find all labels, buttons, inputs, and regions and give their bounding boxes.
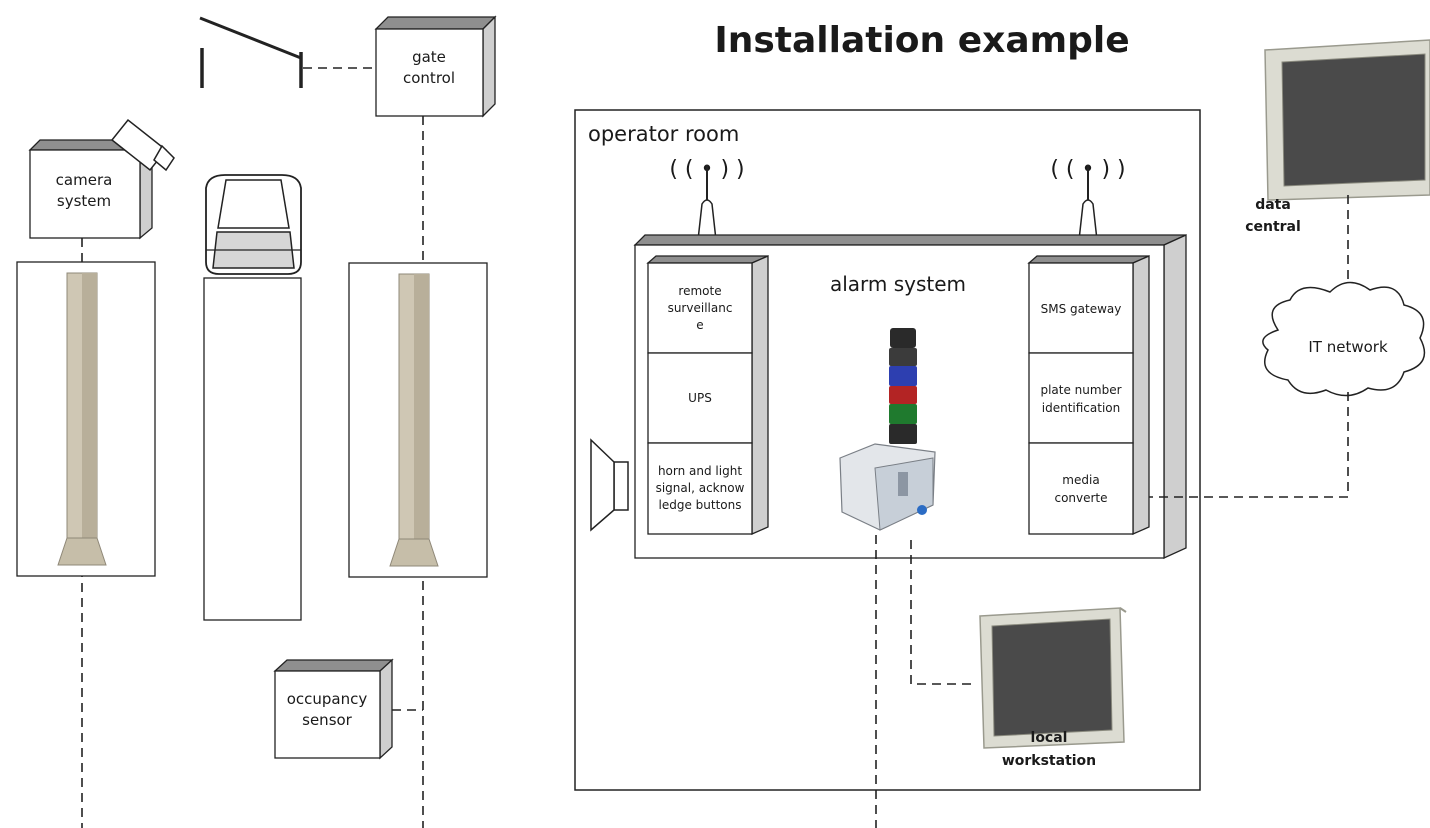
it-network-label: IT network [1308, 338, 1388, 356]
module-label: e [696, 318, 703, 332]
camera-system-label-2: system [57, 192, 111, 210]
module-label: plate number [1040, 383, 1121, 397]
module-label: UPS [688, 391, 712, 405]
camera-system-box: camera system [28, 138, 154, 240]
module-label: remote [678, 284, 721, 298]
module-label: horn and light [658, 464, 742, 478]
module-label: identification [1042, 401, 1120, 415]
cloud-icon: IT network [1262, 281, 1426, 397]
module-label: media [1062, 473, 1099, 487]
module-label: converte [1054, 491, 1107, 505]
gate-control-label-2: control [403, 69, 455, 87]
occupancy-sensor-label-2: sensor [302, 711, 353, 729]
module-label: ledge buttons [659, 498, 742, 512]
data-central-label-1: data [1255, 197, 1291, 213]
antenna-icon: ( ( • ) ) [669, 157, 745, 241]
module-sms-gateway [1028, 262, 1134, 354]
module-media-converter [1028, 442, 1134, 535]
signal-tower-icon [839, 328, 936, 531]
module-plate-number-identification [1028, 352, 1134, 444]
antenna-icon: ( ( • ) ) [1050, 157, 1126, 241]
camera-system-label-1: camera [56, 171, 113, 189]
car-icon [205, 174, 302, 275]
operator-room-frame [574, 109, 1201, 791]
right-pillar-sensor [389, 273, 439, 567]
right-module-stack: SMS gateway plate number identification … [1027, 255, 1150, 535]
data-central-label-2: central [1245, 219, 1301, 235]
gate-control-label-1: gate [412, 48, 446, 66]
module-label: signal, acknow [656, 481, 745, 495]
alarm-system-label: alarm system [830, 272, 966, 296]
gate-control-box: gate control [374, 15, 497, 118]
occupancy-sensor-box: occupancy sensor [273, 658, 394, 760]
diagram-title: Installation example [714, 20, 1129, 61]
network-to-media-converter-line [1149, 392, 1349, 498]
monitor-icon [1264, 39, 1430, 201]
barrier-icon [199, 16, 303, 88]
local-workstation-label-1: local [1031, 730, 1068, 746]
module-horn-light-signal [647, 442, 753, 535]
module-label: SMS gateway [1041, 302, 1122, 316]
operator-room-label: operator room [588, 122, 739, 146]
camera-icon [110, 118, 175, 172]
alarm-to-workstation-line [910, 540, 977, 685]
module-remote-surveillance [647, 262, 753, 354]
horn-icon [590, 438, 629, 532]
left-module-stack: remote surveillanc e UPS horn and light … [646, 255, 769, 535]
occupancy-sensor-label-1: occupancy [287, 690, 368, 708]
module-label: surveillanc [668, 301, 733, 315]
left-pillar-sensor [57, 272, 107, 566]
vehicle-lane [203, 277, 302, 621]
local-workstation-label-2: workstation [1002, 753, 1096, 769]
monitor-icon [979, 607, 1127, 749]
